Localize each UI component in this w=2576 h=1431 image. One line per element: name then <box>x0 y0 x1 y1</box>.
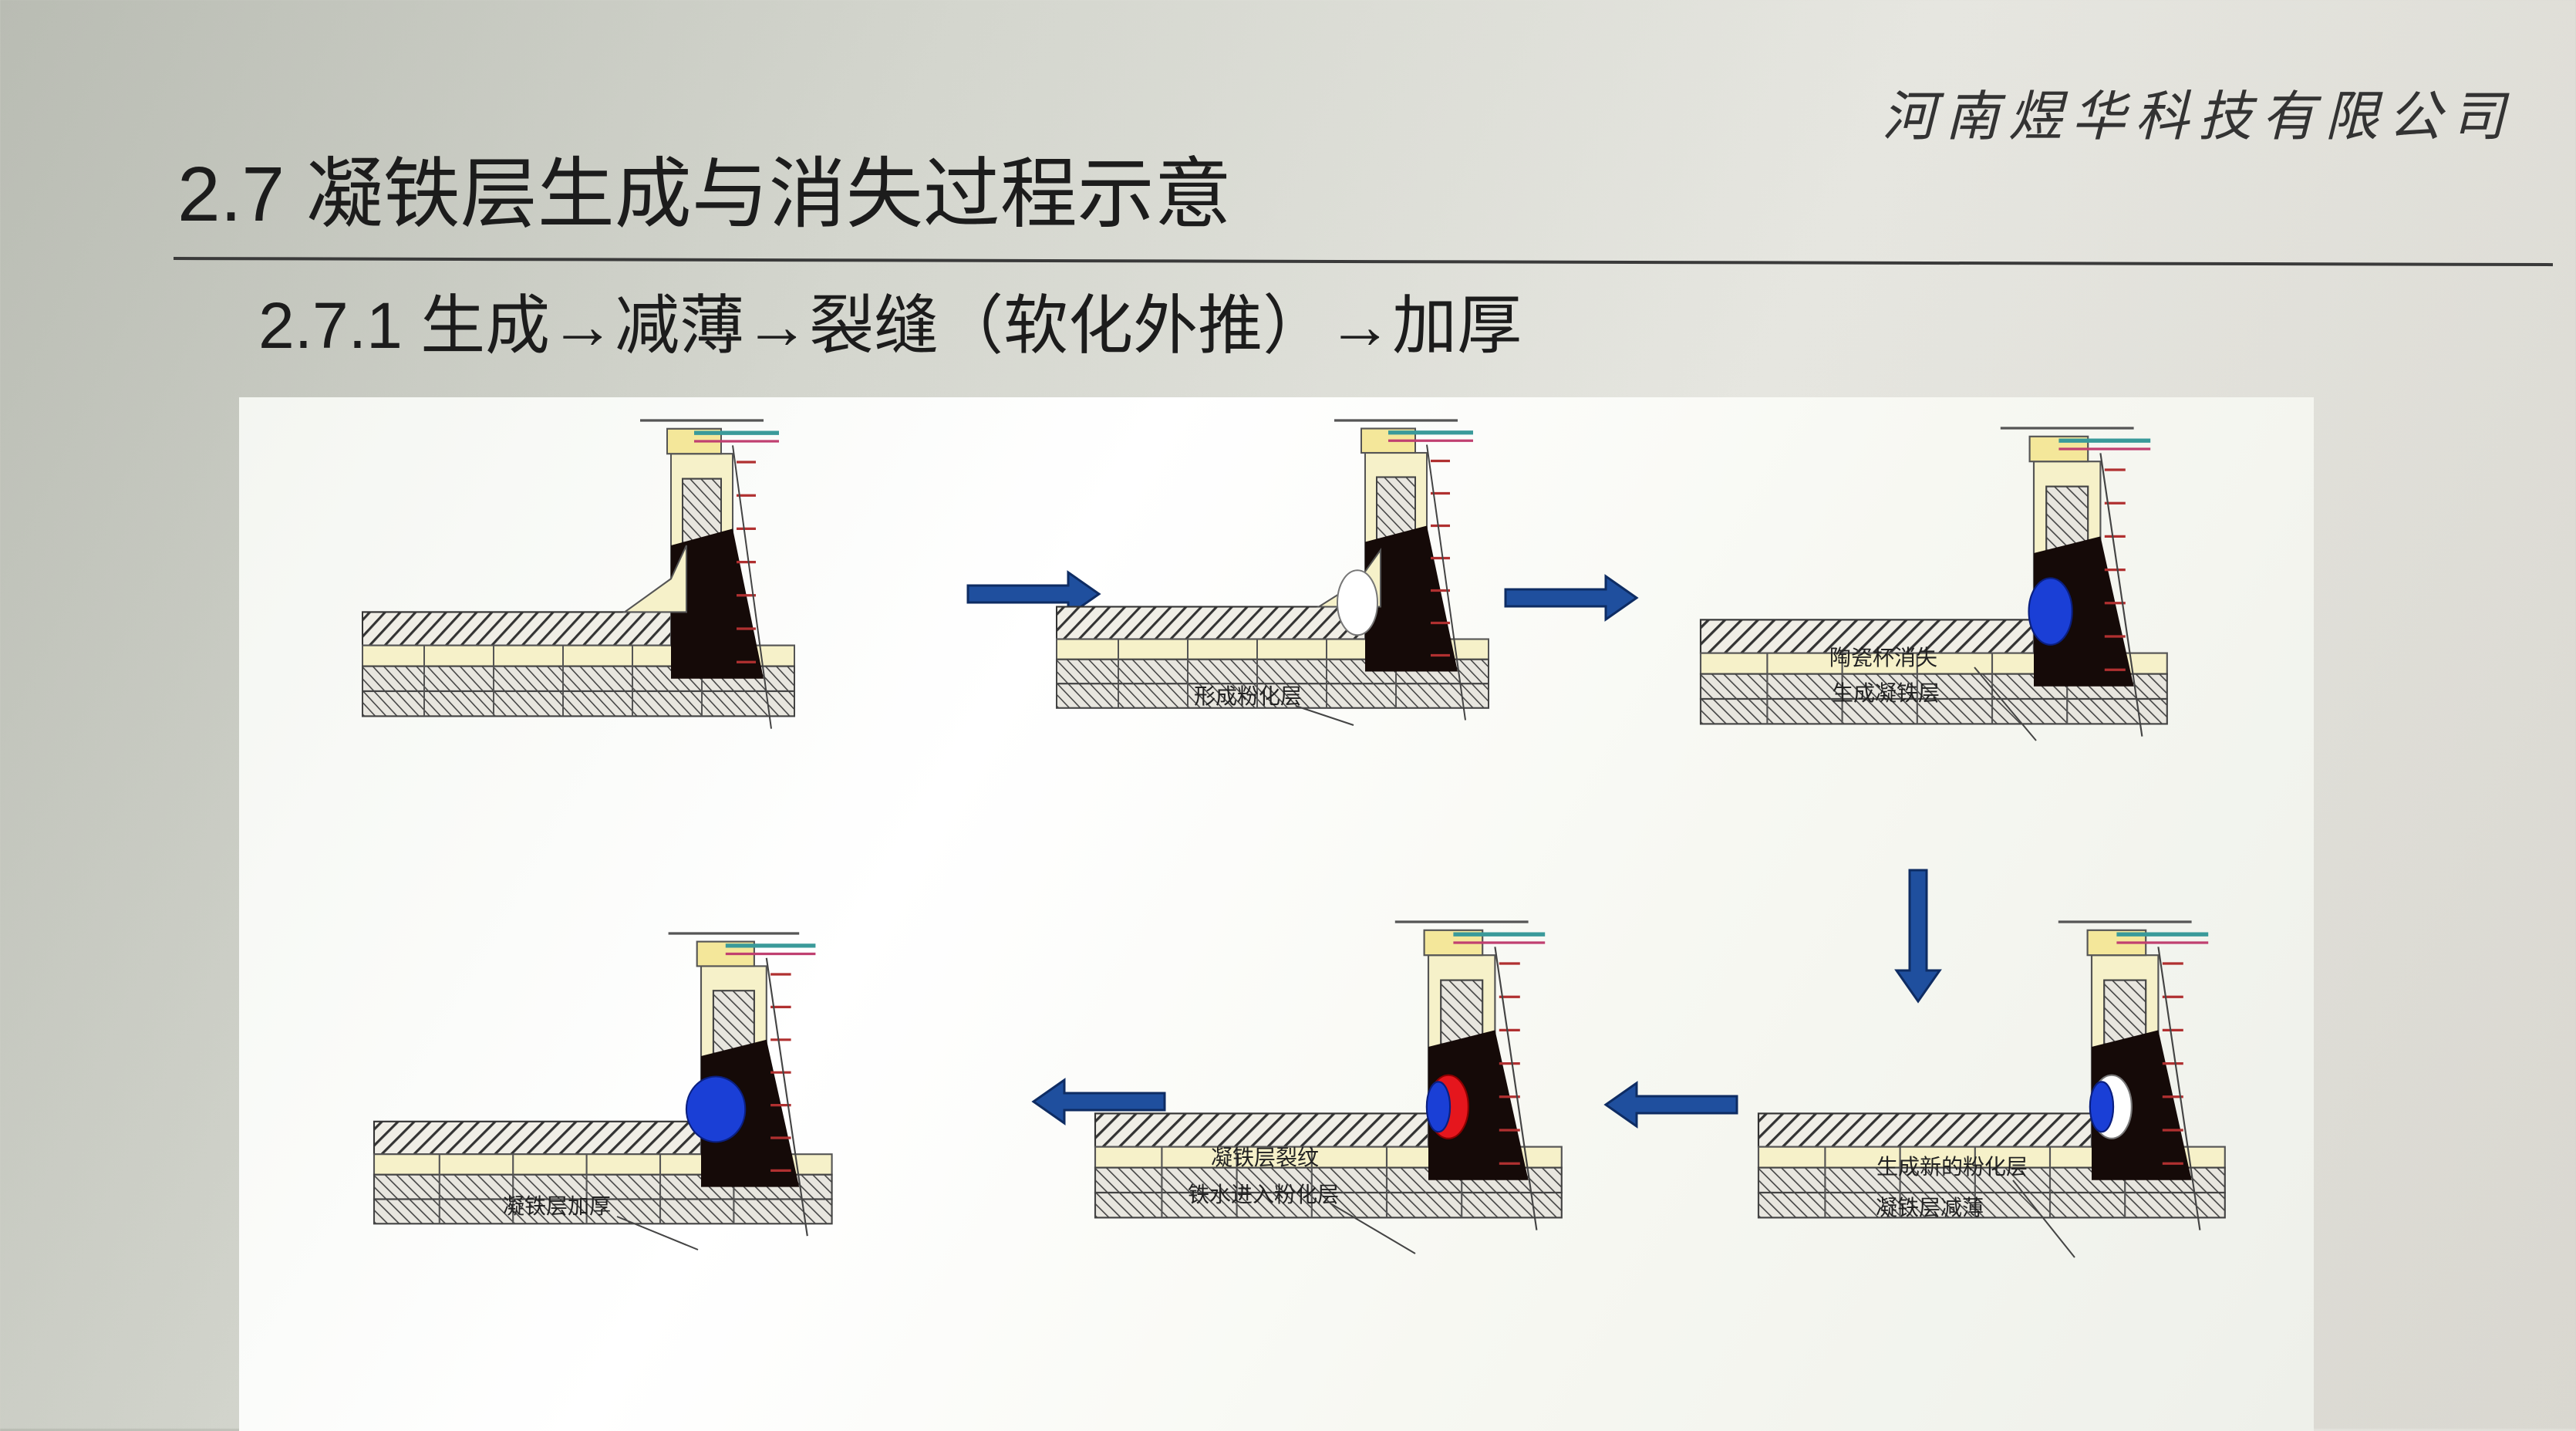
stage-4-label-b: 凝铁层减薄 <box>1876 1195 1984 1220</box>
stage-4-hearth <box>1758 922 2225 1230</box>
stage-6-hearth <box>374 933 832 1236</box>
stage-5-label-a: 凝铁层裂纹 <box>1211 1145 1319 1170</box>
cracked-skull <box>1425 1081 1452 1133</box>
stage-2-leader <box>1295 705 1354 726</box>
stage-4-label-a: 生成新的粉化层 <box>1876 1154 2028 1180</box>
ceramic-cup <box>622 545 687 613</box>
slide-subtitle: 2.7.1 生成→减薄→裂缝（软化外推）→加厚 <box>258 289 1522 362</box>
stage-1-hearth <box>362 420 794 729</box>
arrow-left-1 <box>1604 1082 1738 1128</box>
thinned-skull <box>2089 1081 2115 1133</box>
stage-3-leader <box>1974 667 2037 741</box>
stage-2-label: 形成粉化层 <box>1194 683 1302 709</box>
stage-4-leader <box>2012 1180 2075 1258</box>
thickened-skull <box>685 1075 747 1143</box>
stage-5-leader <box>1330 1203 1416 1254</box>
stage-5-hearth <box>1095 922 1562 1230</box>
stage-5-label-b: 铁水进入粉化层 <box>1188 1182 1339 1207</box>
stage-3-label-a: 陶瓷杯消失 <box>1829 645 1937 670</box>
arrow-down <box>1895 869 1941 1003</box>
arrow-right-2 <box>1504 575 1638 621</box>
stage-6-label: 凝铁层加厚 <box>503 1193 611 1219</box>
slide-title: 2.7 凝铁层生成与消失过程示意 <box>177 151 1232 238</box>
iron-skull <box>2028 577 2073 646</box>
stage-6-leader <box>616 1216 699 1250</box>
stage-3-label-b: 生成凝铁层 <box>1832 680 1940 706</box>
stage-3-hearth <box>1701 428 2167 737</box>
company-name: 河南煜华科技有限公司 <box>1882 85 2514 148</box>
diagram-panel <box>239 397 2314 1431</box>
stage-2-hearth <box>1057 420 1489 721</box>
powder-layer <box>1337 569 1378 636</box>
